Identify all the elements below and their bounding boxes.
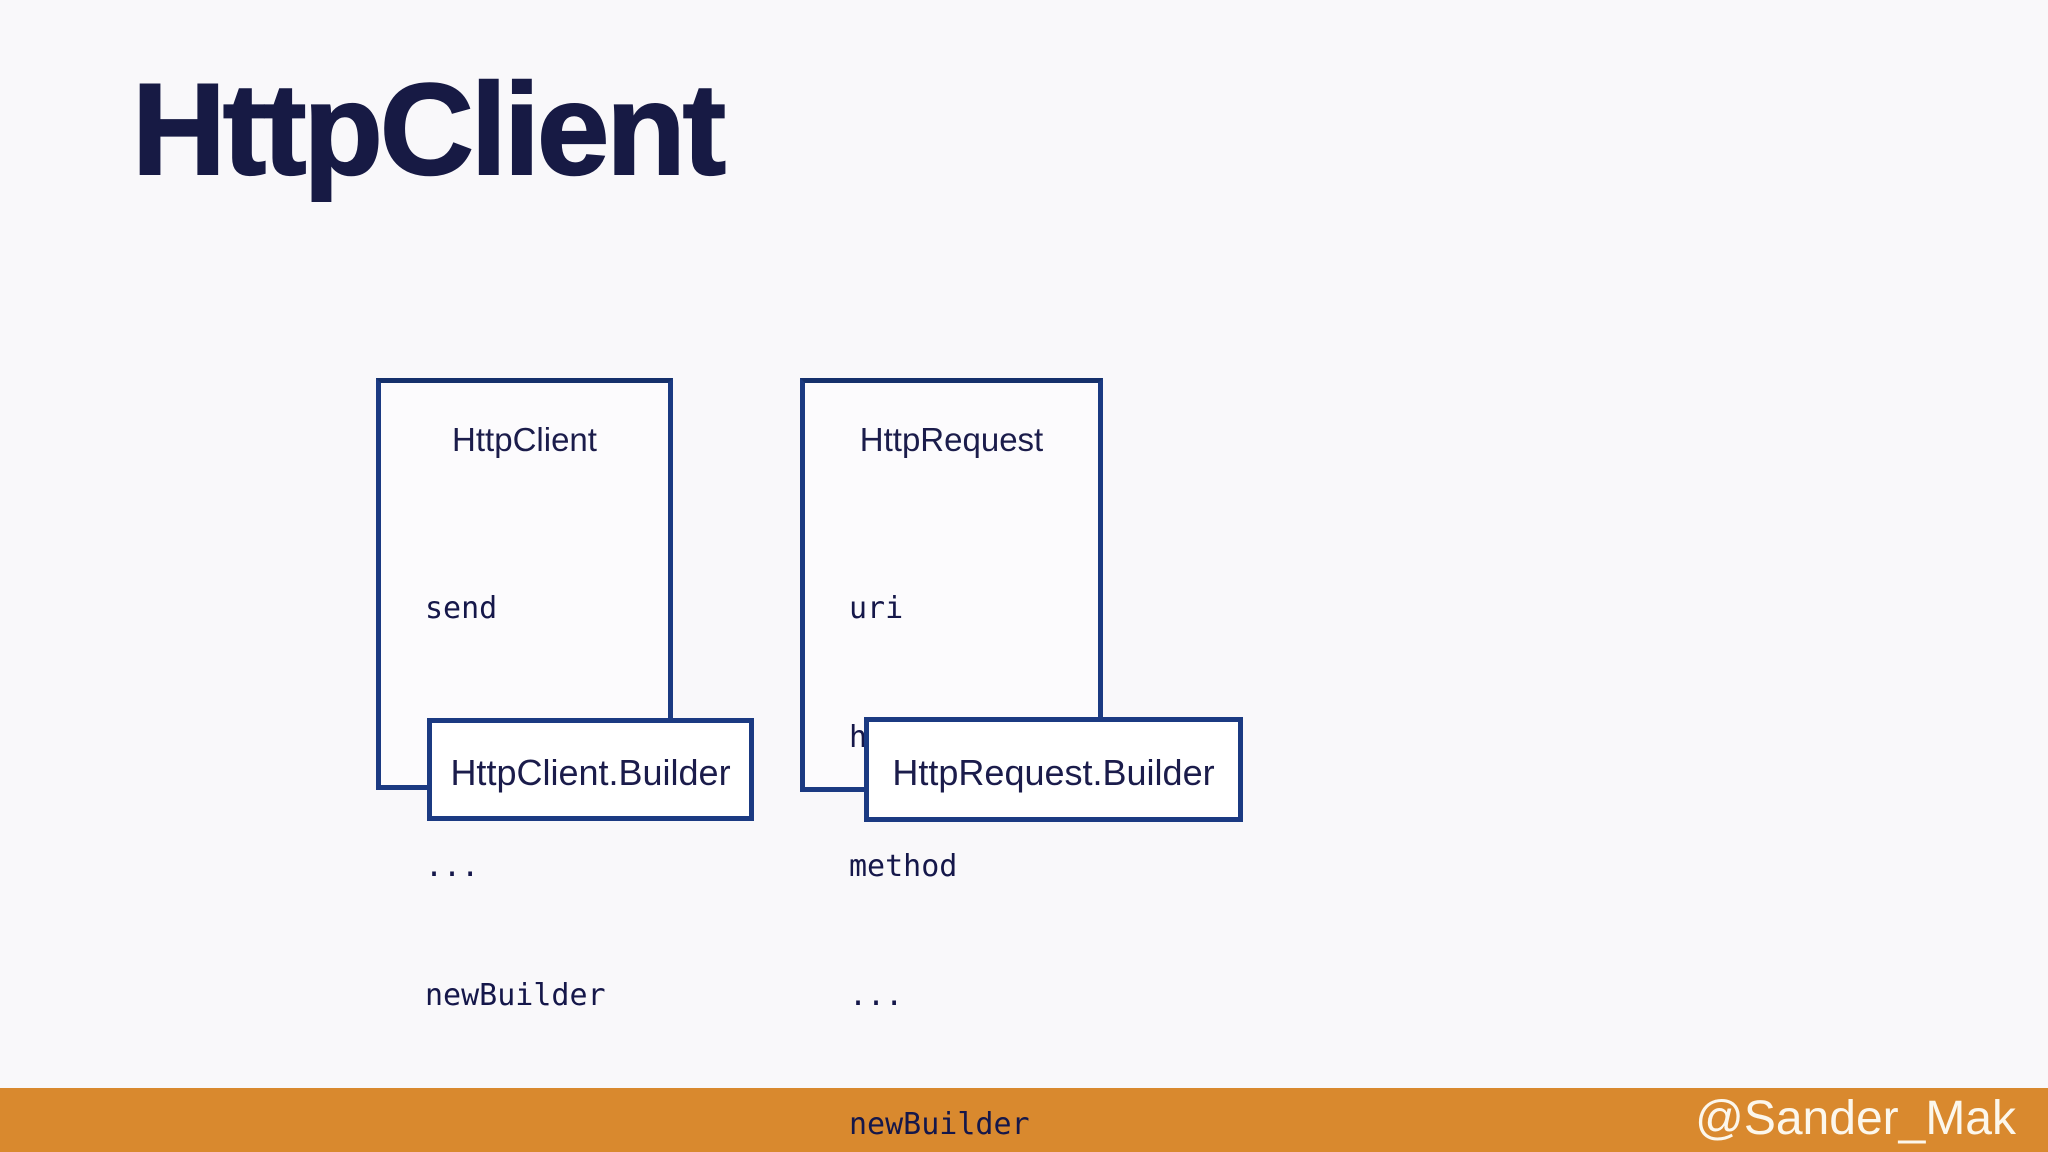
builder-label-httprequest: HttpRequest.Builder	[892, 751, 1215, 793]
footer-bar: @Sander_Mak	[0, 1088, 2048, 1152]
builder-label-httpclient: HttpClient.Builder	[450, 751, 731, 793]
member-item: method	[849, 849, 958, 884]
builder-box-httpclient: HttpClient.Builder	[427, 718, 754, 821]
class-name-httpclient: HttpClient	[452, 421, 597, 458]
class-name-httprequest: HttpRequest	[859, 421, 1044, 458]
member-item: uri	[849, 591, 904, 626]
builder-box-httprequest: HttpRequest.Builder	[864, 717, 1243, 822]
member-item: newBuilder	[849, 1107, 1030, 1142]
member-item: newBuilder	[425, 978, 606, 1013]
member-item: send	[425, 591, 498, 626]
footer-twitter-handle: @Sander_Mak	[1695, 1092, 2016, 1145]
slide-title: HttpClient	[131, 55, 727, 203]
member-list-httprequest: uri headers method ... newBuilder	[849, 501, 1030, 1152]
member-item: ...	[849, 978, 904, 1013]
member-item: ...	[425, 849, 480, 884]
